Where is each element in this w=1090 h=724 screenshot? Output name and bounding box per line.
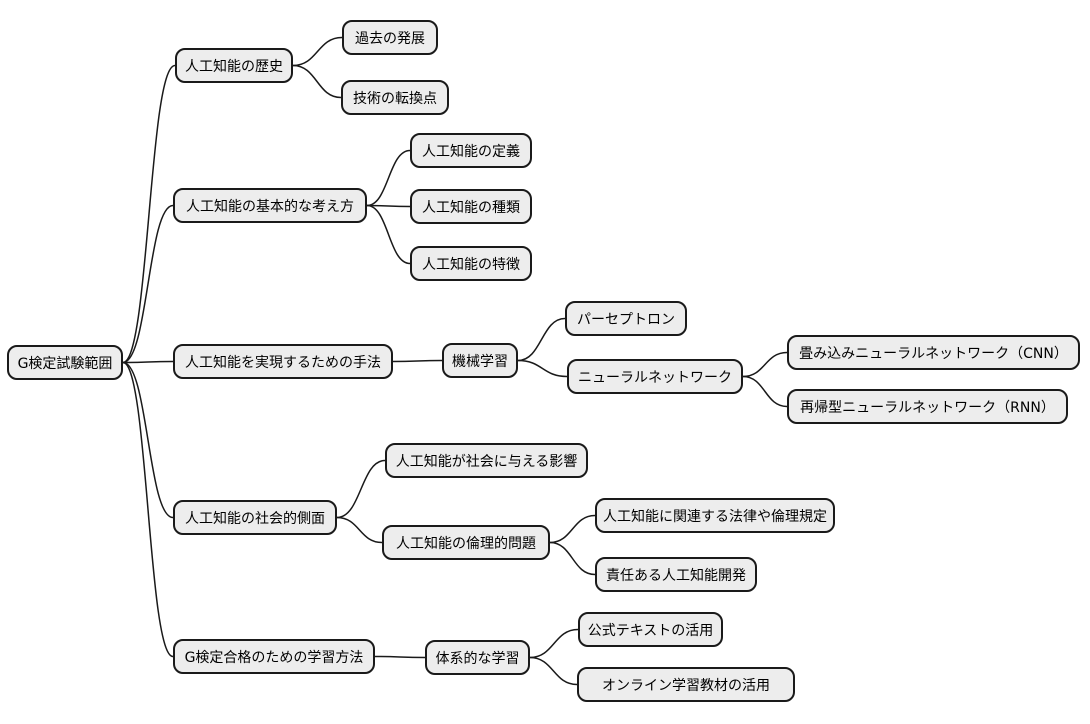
edge	[549, 541, 596, 576]
edge	[122, 64, 176, 364]
node-perceptron[interactable]: パーセプトロン	[565, 301, 687, 336]
node-past-development[interactable]: 過去の発展	[342, 20, 438, 55]
node-tech-turning-point[interactable]: 技術の転換点	[341, 80, 449, 115]
edge	[517, 317, 566, 362]
node-ai-types[interactable]: 人工知能の種類	[410, 189, 532, 224]
node-ai-social-aspects[interactable]: 人工知能の社会的側面	[173, 500, 337, 535]
edge	[366, 204, 411, 265]
node-cnn[interactable]: 畳み込みニューラルネットワーク（CNN）	[787, 335, 1080, 370]
node-rnn[interactable]: 再帰型ニューラルネットワーク（RNN）	[787, 389, 1068, 424]
edge	[292, 36, 343, 67]
node-ai-basic-concepts[interactable]: 人工知能の基本的な考え方	[173, 188, 367, 223]
node-ai-history[interactable]: 人工知能の歴史	[175, 48, 293, 83]
node-study-methods[interactable]: G検定合格のための学習方法	[173, 639, 375, 674]
edge	[392, 359, 443, 363]
edge	[742, 375, 788, 408]
edge	[336, 516, 383, 544]
node-ethical-issues[interactable]: 人工知能の倫理的問題	[382, 525, 550, 560]
edge	[122, 361, 174, 519]
edge	[292, 64, 342, 99]
node-ai-methods[interactable]: 人工知能を実現するための手法	[173, 344, 393, 379]
edge	[122, 204, 174, 364]
edge	[742, 351, 788, 378]
edge	[374, 655, 426, 659]
node-official-textbook[interactable]: 公式テキストの活用	[578, 612, 723, 647]
edge	[366, 204, 411, 208]
node-social-impact[interactable]: 人工知能が社会に与える影響	[385, 443, 588, 478]
edge	[529, 656, 578, 686]
edge	[549, 514, 596, 544]
edge	[529, 628, 579, 659]
node-ai-characteristics[interactable]: 人工知能の特徴	[410, 246, 532, 281]
node-ai-definition[interactable]: 人工知能の定義	[410, 133, 532, 168]
node-neural-network[interactable]: ニューラルネットワーク	[567, 359, 743, 394]
edge	[122, 361, 174, 658]
node-exam-scope[interactable]: G検定試験範囲	[7, 345, 123, 380]
node-systematic-learning[interactable]: 体系的な学習	[425, 640, 530, 675]
node-responsible-ai[interactable]: 責任ある人工知能開発	[595, 557, 757, 592]
node-machine-learning[interactable]: 機械学習	[442, 343, 518, 378]
edge	[122, 360, 174, 364]
edge	[517, 359, 568, 378]
edge	[366, 149, 411, 207]
node-laws-ethics[interactable]: 人工知能に関連する法律や倫理規定	[595, 498, 835, 533]
edge	[336, 459, 386, 519]
node-online-materials[interactable]: オンライン学習教材の活用	[577, 667, 795, 702]
